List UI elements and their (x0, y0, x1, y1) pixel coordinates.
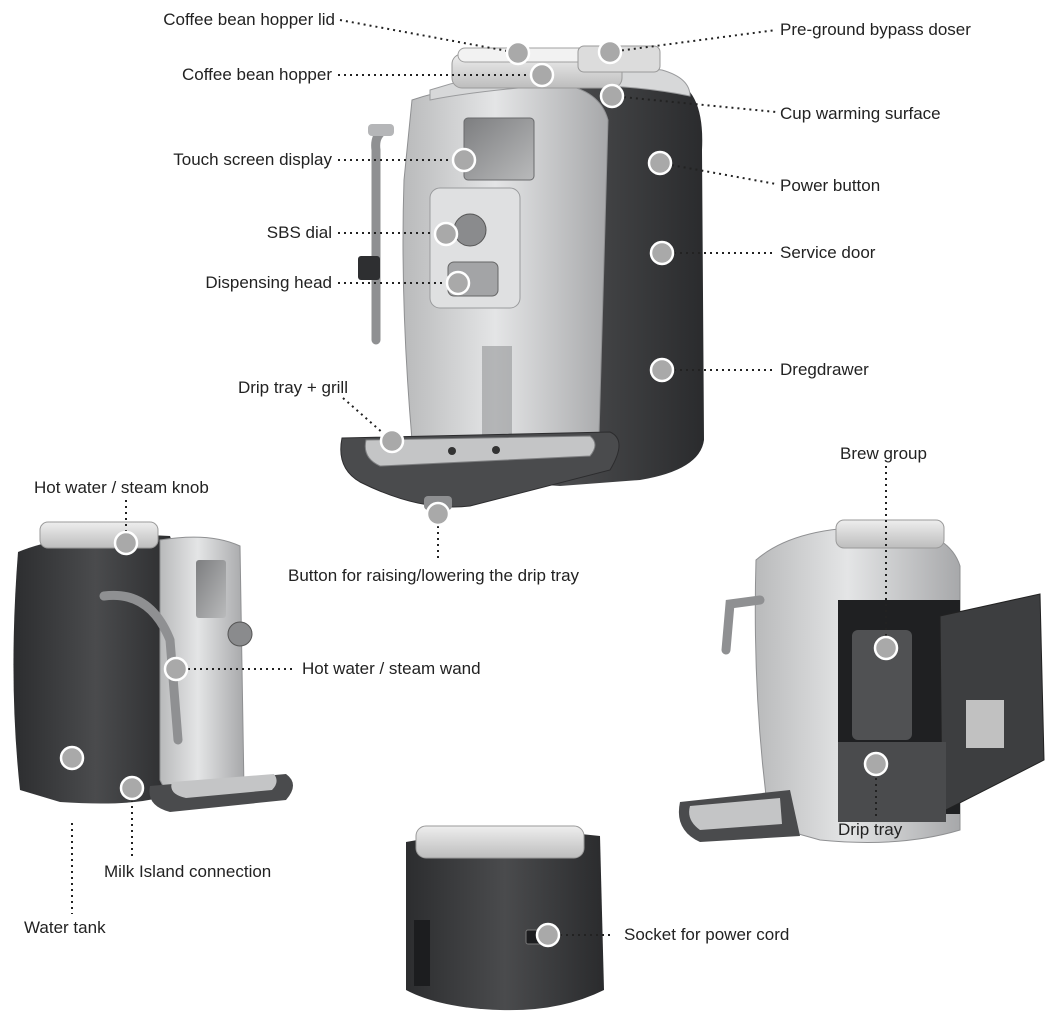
label-water-tank: Water tank (24, 918, 106, 937)
left-body-dark-shell (13, 534, 179, 804)
label-drip-tray: Drip tray (838, 820, 903, 839)
callout-markers (59, 39, 899, 948)
marker-water-tank (59, 745, 85, 771)
label-power-button: Power button (780, 176, 881, 195)
label-power-socket: Socket for power cord (624, 925, 790, 944)
bottom-water-tank-window (414, 920, 430, 986)
left-display-screen (196, 560, 226, 618)
label-dispensing-head: Dispensing head (205, 273, 332, 292)
label-service-door: Service door (780, 243, 876, 262)
leader-bypass-doser (609, 29, 777, 53)
main-cup-slot (482, 346, 512, 442)
label-sbs-dial: SBS dial (266, 223, 332, 242)
label-brew-group: Brew group (840, 444, 927, 463)
marker-power-button (647, 150, 673, 176)
leader-hopper-lid (339, 19, 519, 54)
right-bean-hopper (835, 519, 945, 549)
right-machine-illustration (678, 519, 1045, 843)
marker-drip-tray (863, 751, 889, 777)
marker-bypass-doser (597, 39, 623, 65)
label-bean-hopper: Coffee bean hopper (182, 65, 332, 84)
label-raise-lower-button: Button for raising/lowering the drip tra… (288, 566, 580, 585)
bottom-body-dark-shell (406, 831, 604, 1011)
label-steam-wand: Hot water / steam wand (302, 659, 481, 678)
left-machine-illustration (13, 521, 293, 812)
label-milk-island: Milk Island connection (104, 862, 272, 881)
marker-drip-tray-grill (379, 428, 405, 454)
label-drip-tray-grill: Drip tray + grill (237, 378, 348, 397)
bottom-bean-hopper (415, 825, 585, 859)
marker-touch-screen (451, 147, 477, 173)
marker-dregdrawer (649, 357, 675, 383)
left-steam-wand (99, 590, 183, 745)
right-steam-wand (721, 595, 765, 655)
main-steam-knob (368, 124, 394, 136)
marker-steam-wand (163, 656, 189, 682)
label-cup-warming: Cup warming surface (780, 104, 941, 123)
main-drip-hole-1 (448, 447, 456, 455)
left-bean-hopper (39, 521, 159, 549)
left-drip-grill (171, 774, 277, 798)
marker-bean-hopper (529, 62, 555, 88)
label-dregdrawer: Dregdrawer (780, 360, 869, 379)
marker-cup-warming (599, 83, 625, 109)
marker-brew-group (873, 635, 899, 661)
marker-raise-lower-button (425, 501, 451, 527)
main-wand-handle (358, 256, 380, 280)
main-sbs-dial-knob (453, 213, 487, 247)
right-drip-tray-front (838, 742, 946, 822)
marker-service-door (649, 240, 675, 266)
main-display-screen (463, 117, 535, 181)
label-hot-water-knob: Hot water / steam knob (34, 478, 209, 497)
main-drip-hole-2 (492, 446, 500, 454)
right-drip-grill (689, 798, 782, 830)
bottom-machine-illustration (406, 825, 604, 1011)
marker-hopper-lid (505, 40, 531, 66)
label-touch-screen: Touch screen display (173, 150, 332, 169)
label-bypass-doser: Pre-ground bypass doser (780, 20, 971, 39)
right-door-sticker (966, 700, 1004, 748)
left-sbs-dial (227, 621, 253, 647)
marker-dispensing-head (445, 270, 471, 296)
main-steam-wand (371, 125, 389, 345)
marker-hot-water-knob (113, 530, 139, 556)
marker-sbs-dial (433, 221, 459, 247)
main-drip-grill (364, 435, 596, 467)
marker-power-socket (535, 922, 561, 948)
marker-milk-island (119, 775, 145, 801)
right-brew-group (852, 630, 912, 740)
label-hopper-lid: Coffee bean hopper lid (163, 10, 335, 29)
leader-power-button (659, 162, 777, 185)
